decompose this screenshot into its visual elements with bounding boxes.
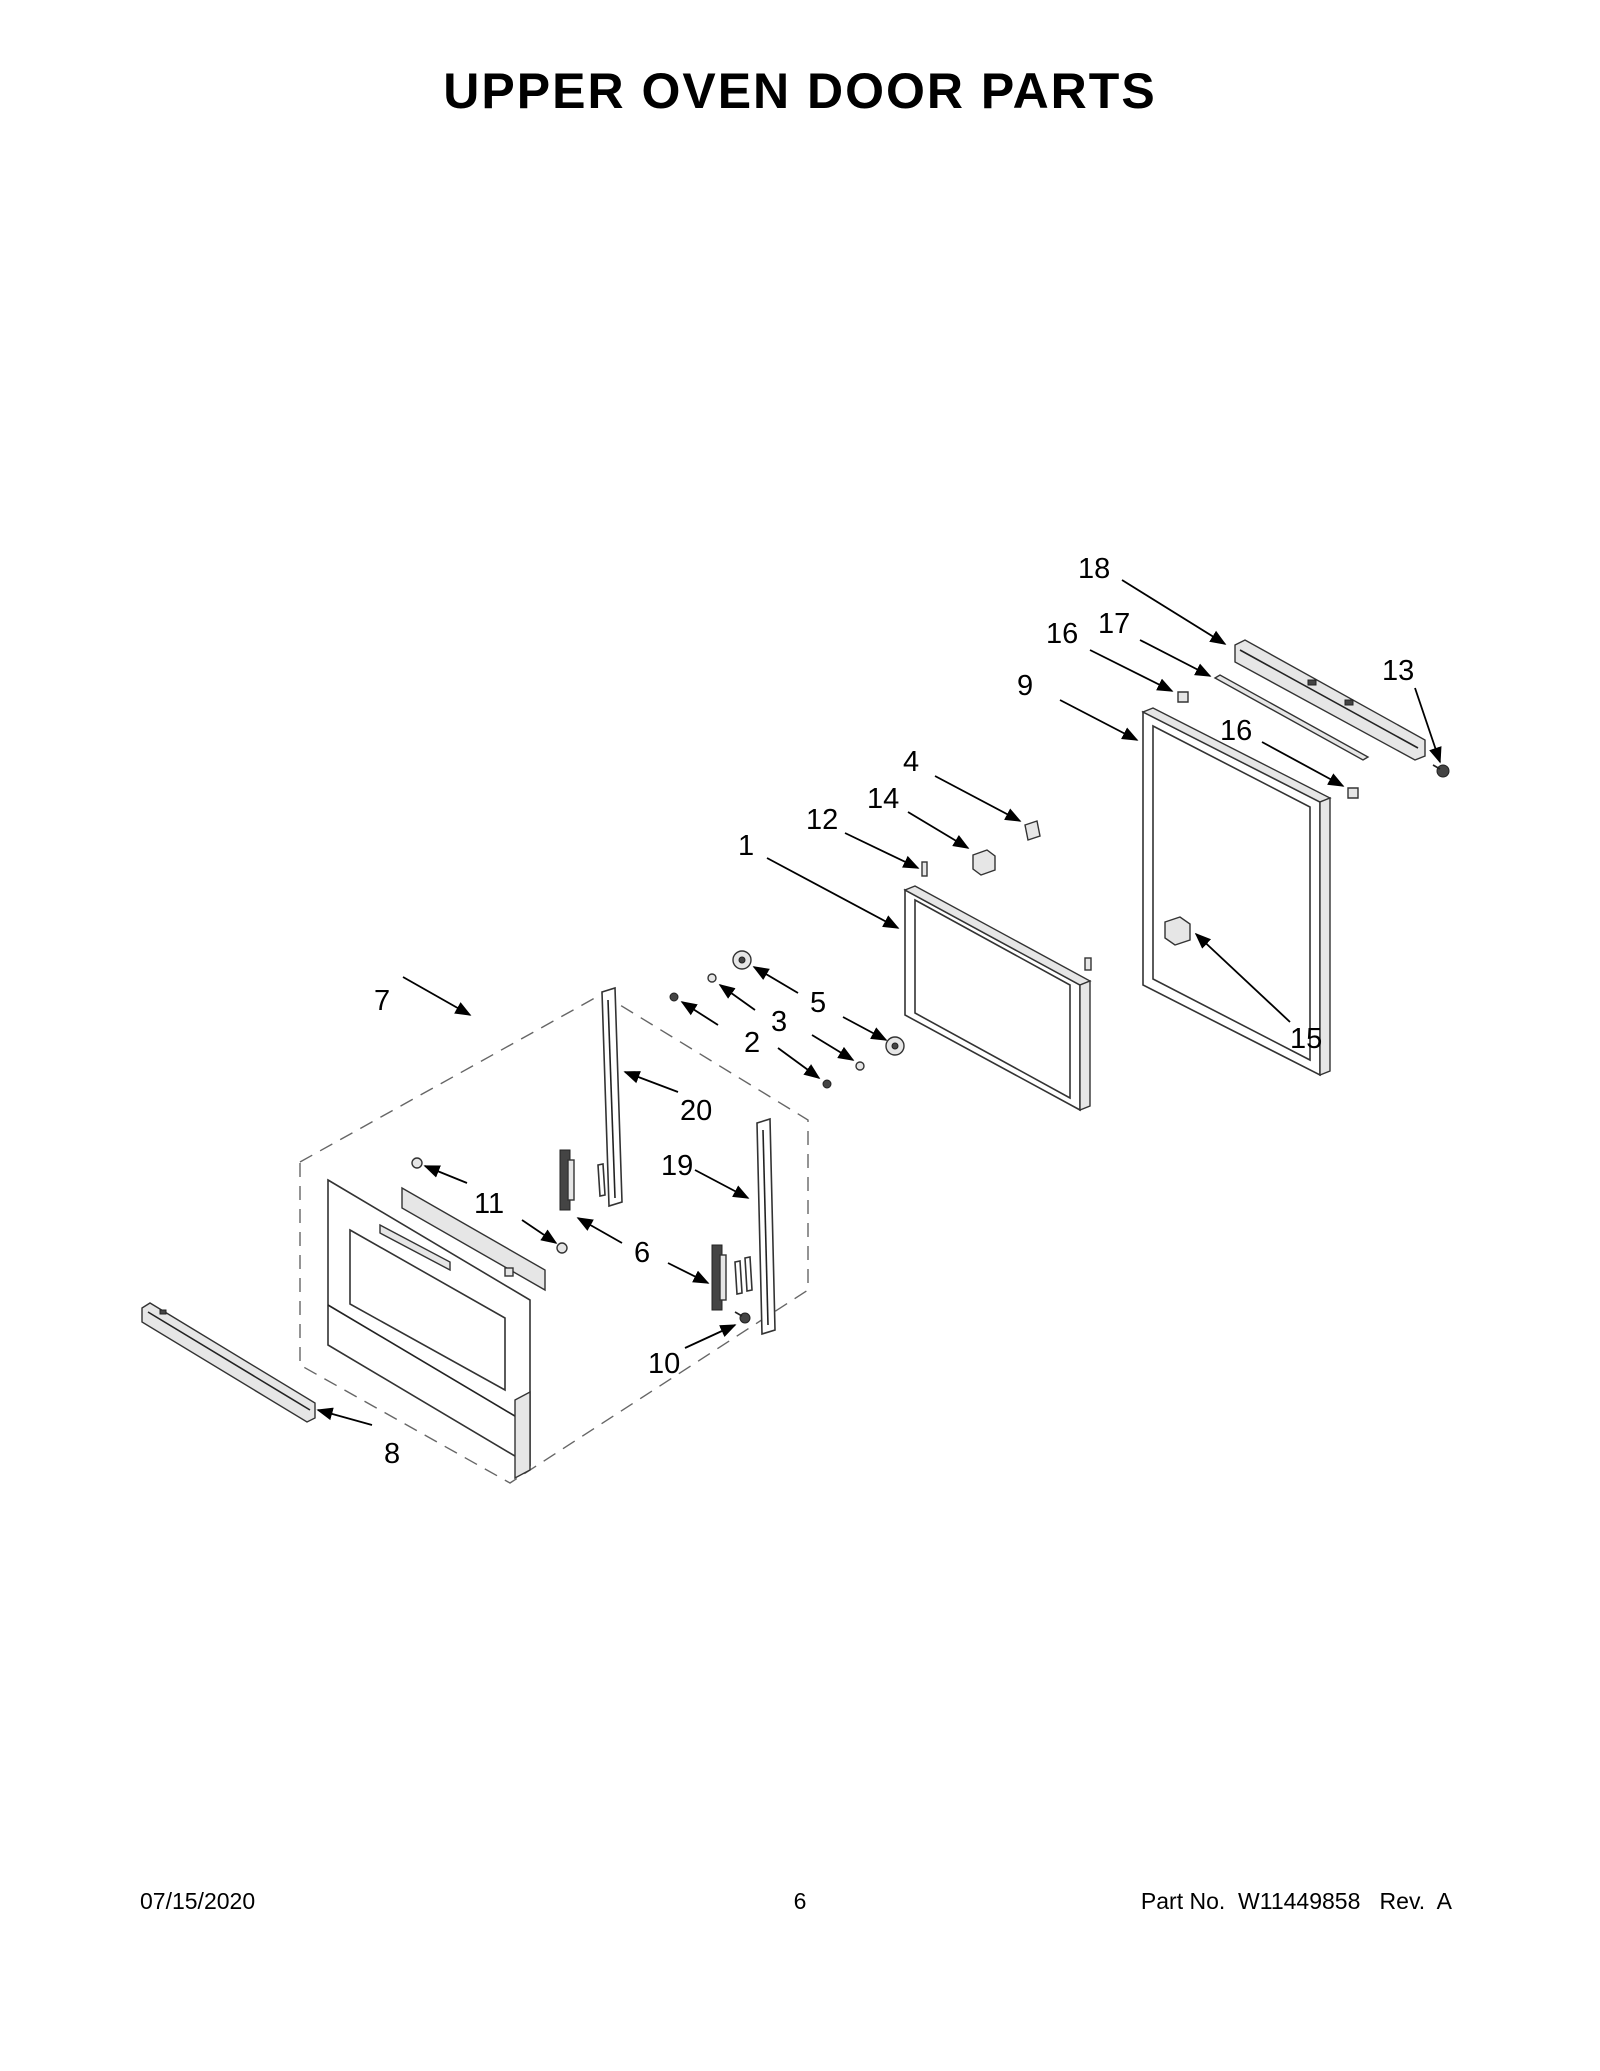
leader-5b <box>842 1016 888 1041</box>
leader-4 <box>934 775 1022 822</box>
leader-2a <box>680 1001 719 1026</box>
leader-11a <box>423 1165 468 1184</box>
leader-6b <box>667 1262 710 1284</box>
leader-17 <box>1139 639 1212 677</box>
part-3-washer-b <box>855 1061 865 1071</box>
leader-8 <box>316 1407 373 1426</box>
callout-4: 4 <box>903 746 919 778</box>
callout-9: 9 <box>1017 670 1033 702</box>
footer-part-number: Part No. W11449858 Rev. A <box>1140 1888 1452 1914</box>
leader-18 <box>1121 579 1227 645</box>
leader-1 <box>766 857 900 929</box>
part-17-strip <box>1213 674 1370 761</box>
part-5-bumper-b <box>885 1036 905 1056</box>
leader-3b <box>811 1034 855 1061</box>
part-9-glass-frame <box>1141 707 1332 1077</box>
part-16-pad-b <box>1347 787 1359 799</box>
leader-10 <box>684 1324 737 1349</box>
part-5-bumper-a <box>732 950 752 970</box>
leader-20 <box>623 1071 679 1093</box>
callout-17: 17 <box>1098 608 1130 640</box>
leader-15 <box>1194 932 1291 1023</box>
callout-8: 8 <box>384 1438 400 1470</box>
callout-1: 1 <box>738 830 754 862</box>
footer-page-number: 6 <box>793 1888 807 1914</box>
leader-5a <box>752 966 799 994</box>
callout-6: 6 <box>634 1237 650 1269</box>
part-13-screw <box>1432 764 1450 778</box>
callout-labels: 18 17 16 9 13 16 4 14 12 1 15 5 3 2 7 20… <box>374 553 1414 1470</box>
leader-13 <box>1414 687 1442 764</box>
part-11-screw-a <box>411 1157 423 1169</box>
part-11-screw-b <box>556 1242 568 1254</box>
callout-12: 12 <box>806 804 838 836</box>
part-15-receptacle <box>1164 916 1191 946</box>
leader-12 <box>844 832 920 869</box>
callout-11: 11 <box>474 1188 504 1220</box>
leader-6a <box>576 1217 623 1244</box>
callout-16a: 16 <box>1046 618 1078 650</box>
part-19-hinge-channel <box>734 1117 776 1336</box>
part-6-hinge-b <box>711 1244 727 1311</box>
callout-2: 2 <box>744 1027 760 1059</box>
leader-3a <box>718 984 756 1011</box>
part-6-hinge-a <box>559 1149 575 1211</box>
callout-7: 7 <box>374 985 390 1017</box>
callout-18: 18 <box>1078 553 1110 585</box>
callout-5: 5 <box>810 987 826 1019</box>
leader-7 <box>402 976 472 1016</box>
part-10-screw <box>734 1311 751 1324</box>
part-14-receptacle <box>972 849 996 876</box>
leader-2b <box>777 1047 821 1079</box>
leader-16a <box>1089 649 1174 692</box>
leader-lines <box>316 579 1442 1426</box>
part-20-hinge-channel <box>597 986 623 1208</box>
callout-19: 19 <box>661 1150 693 1182</box>
part-18-top-bracket <box>1234 639 1426 761</box>
leader-19 <box>694 1169 750 1199</box>
callout-16b: 16 <box>1220 715 1252 747</box>
outer-door-panel <box>327 1178 546 1480</box>
part-16-pad-a <box>1177 691 1189 703</box>
part-8-door-trim <box>141 1302 316 1423</box>
callout-14: 14 <box>867 783 899 815</box>
page-title: UPPER OVEN DOOR PARTS <box>443 63 1157 119</box>
part-4-clip <box>1024 820 1041 841</box>
part-12-pad <box>921 861 928 877</box>
leader-14 <box>907 811 970 849</box>
part-2-nut-a <box>669 992 679 1002</box>
part-2-nut-b <box>822 1079 832 1089</box>
part-1-inner-panel <box>903 885 1092 1112</box>
callout-13: 13 <box>1382 655 1414 687</box>
leader-11b <box>521 1219 558 1244</box>
leader-16b <box>1261 741 1345 787</box>
part-3-washer-a <box>707 973 717 983</box>
callout-20: 20 <box>680 1095 712 1127</box>
callout-15: 15 <box>1290 1023 1322 1055</box>
leader-9 <box>1059 699 1139 741</box>
callout-3: 3 <box>771 1006 787 1038</box>
callout-10: 10 <box>648 1348 680 1380</box>
footer-date: 07/15/2020 <box>140 1888 256 1914</box>
